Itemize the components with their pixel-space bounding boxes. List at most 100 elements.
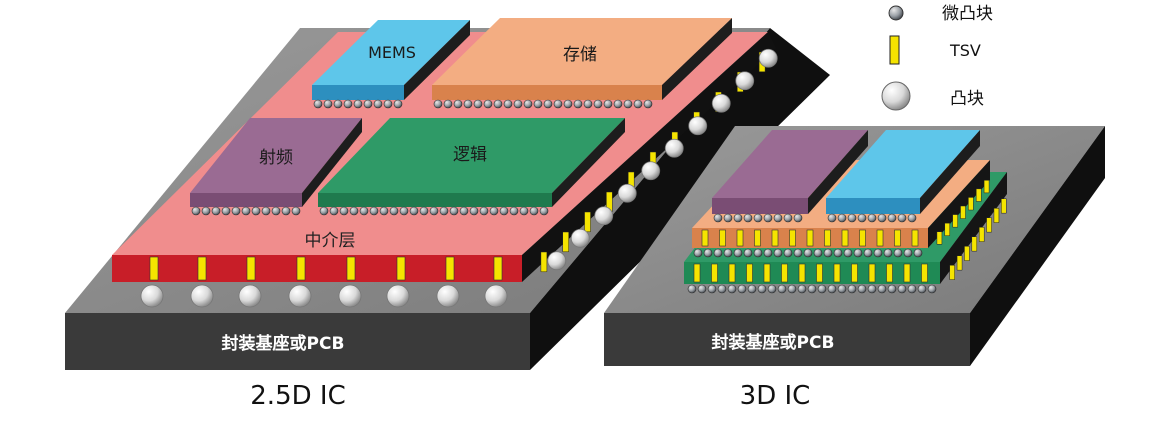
chip-logic-side — [552, 118, 625, 207]
stack-3d-blue-front — [826, 198, 920, 214]
substrate-25d-side — [530, 28, 830, 370]
tsv — [540, 251, 548, 273]
microbumps-3d-layer2 — [693, 248, 923, 258]
microbump — [499, 206, 509, 216]
bump — [664, 138, 684, 158]
microbump — [333, 99, 343, 109]
microbump — [707, 284, 717, 294]
microbump — [907, 284, 917, 294]
chip-memory-top — [432, 18, 732, 85]
microbump — [883, 248, 893, 258]
microbump — [807, 284, 817, 294]
microbump — [419, 206, 429, 216]
microbump — [291, 206, 301, 216]
chip-logic-label: 逻辑 — [453, 145, 487, 165]
bump — [711, 93, 731, 113]
microbump — [623, 99, 633, 109]
bump — [688, 116, 708, 136]
tsv — [968, 197, 974, 211]
chip-memory-front — [432, 85, 662, 100]
legend-tsv-label: TSV — [949, 41, 981, 60]
microbump — [803, 248, 813, 258]
microbump — [753, 248, 763, 258]
microbump — [359, 206, 369, 216]
microbump — [533, 99, 543, 109]
microbump — [493, 99, 503, 109]
tsv — [754, 229, 761, 247]
bump — [735, 71, 755, 91]
microbump — [469, 206, 479, 216]
microbump — [847, 284, 857, 294]
stack-3d-purple-top — [712, 130, 868, 198]
microbump — [353, 99, 363, 109]
microbump — [519, 206, 529, 216]
microbump — [793, 213, 803, 223]
microbump — [593, 99, 603, 109]
microbump — [733, 213, 743, 223]
tsv — [296, 256, 306, 281]
tsv — [956, 255, 963, 271]
microbump — [727, 284, 737, 294]
microbump — [893, 248, 903, 258]
microbump — [863, 248, 873, 258]
tsv — [701, 229, 709, 247]
tsv — [903, 263, 911, 283]
chip-logic: 逻辑 — [318, 118, 625, 216]
microbump — [773, 213, 783, 223]
microbump — [797, 284, 807, 294]
chip-logic-top — [318, 118, 625, 193]
microbump — [201, 206, 211, 216]
legend-bump-icon — [881, 81, 911, 111]
microbump — [737, 284, 747, 294]
substrate-25d-label: 封装基座或PCB — [222, 333, 345, 354]
tsv — [960, 205, 966, 219]
microbump — [473, 99, 483, 109]
tsv — [1001, 198, 1007, 214]
microbump — [439, 206, 449, 216]
tsv — [693, 263, 701, 283]
microbump — [489, 206, 499, 216]
microbump — [817, 284, 827, 294]
tsv — [806, 229, 814, 247]
tsv — [728, 263, 736, 283]
microbump — [523, 99, 533, 109]
microbump — [543, 99, 553, 109]
bump — [288, 284, 312, 308]
caption-3d: 3D IC — [740, 381, 811, 411]
microbump — [231, 206, 241, 216]
chip-logic-front — [318, 193, 552, 207]
microbump — [873, 248, 883, 258]
tsv — [719, 229, 726, 247]
tsv — [841, 229, 849, 247]
microbump — [927, 284, 937, 294]
microbump — [877, 213, 887, 223]
microbump — [509, 206, 519, 216]
microbump — [767, 284, 777, 294]
chip-mems-front — [312, 85, 404, 100]
microbump — [833, 248, 843, 258]
microbump — [867, 213, 877, 223]
tsv — [736, 229, 744, 247]
microbump — [553, 99, 563, 109]
microbump — [827, 284, 837, 294]
microbump — [463, 99, 473, 109]
tsv — [876, 229, 884, 247]
microbump — [903, 248, 913, 258]
microbump — [687, 284, 697, 294]
chip-rf-top — [190, 118, 362, 193]
microbump — [513, 99, 523, 109]
legend-tsv-icon — [889, 35, 900, 65]
stack-3d-layer2-side — [928, 160, 990, 248]
microbump — [697, 284, 707, 294]
substrate-25d-front — [65, 313, 530, 370]
microbumps-3d-blue — [827, 213, 917, 223]
tsv — [833, 263, 841, 283]
microbump — [887, 213, 897, 223]
microbump — [857, 284, 867, 294]
microbump — [823, 248, 833, 258]
microbump — [529, 206, 539, 216]
tsv — [493, 256, 503, 281]
microbump — [763, 248, 773, 258]
tsv — [886, 263, 893, 283]
